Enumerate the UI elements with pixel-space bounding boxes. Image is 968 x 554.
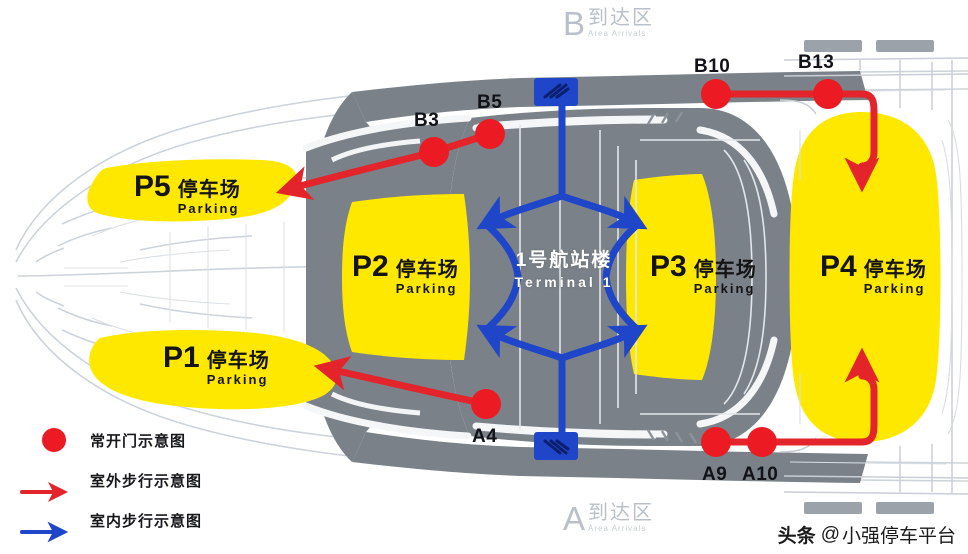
- parking-code-p5: P5: [134, 170, 171, 203]
- parking-name-p5: 停车场: [177, 179, 241, 201]
- legend-item-indoor: 室内步行示意图: [18, 500, 298, 540]
- parking-name-en-p1: Parking: [206, 372, 269, 387]
- gate-label-a9: A9: [702, 464, 728, 485]
- parking-name-en-p5: Parking: [177, 201, 240, 216]
- area-name-b: 到达区: [588, 7, 655, 29]
- area-letter-a: A: [563, 500, 586, 537]
- parking-name-p4: 停车场: [863, 259, 927, 281]
- parking-name-p3: 停车场: [693, 259, 757, 281]
- gate-label-a4: A4: [472, 426, 498, 447]
- parking-area-p1: [89, 330, 337, 410]
- gate-label-a10: A10: [742, 464, 779, 485]
- watermark-account: 小强停车平台: [841, 526, 956, 547]
- area-name-en-a: Area Arrivals: [588, 524, 647, 533]
- parking-label-p3: P3 停车场 Parking: [650, 252, 757, 296]
- area-letter-b: B: [563, 5, 586, 42]
- gate-dot-b13: [813, 79, 843, 109]
- gate-dot-a9: [701, 427, 731, 457]
- east-building-blocks: [804, 40, 934, 514]
- gate-dot-a10: [747, 427, 777, 457]
- terminal-name-cn: 1号航站楼: [515, 250, 613, 271]
- area-label-b: B 到达区 Area Arrivals: [563, 5, 655, 42]
- terminal-building: [352, 71, 868, 122]
- gate-label-b13: B13: [798, 52, 835, 73]
- parking-code-p3: P3: [650, 250, 687, 283]
- terminal-building-lower: [352, 432, 868, 483]
- parking-code-p1: P1: [163, 341, 200, 374]
- parking-name-en-p2: Parking: [395, 281, 458, 296]
- parking-area-p5: [87, 159, 297, 222]
- gate-dot-b10: [701, 79, 731, 109]
- parking-name-en-p3: Parking: [693, 281, 756, 296]
- parking-code-p4: P4: [820, 250, 857, 283]
- legend: 常开门示意图 室外步行示意图 室内步行示意图: [18, 420, 298, 540]
- watermark-at: @: [820, 523, 840, 545]
- gate-markers: [419, 79, 843, 457]
- parking-code-p2: P2: [352, 250, 389, 283]
- outdoor-walk-route: [275, 90, 880, 446]
- parking-area-p4: [789, 112, 941, 442]
- gate-dot-b5: [475, 119, 505, 149]
- gate-label-b10: B10: [694, 56, 731, 77]
- watermark-brand: 头条: [777, 526, 816, 547]
- legend-label-indoor: 室内步行示意图: [90, 512, 203, 530]
- terminal-name-en: Terminal 1: [514, 273, 614, 290]
- legend-item-outdoor: 室外步行示意图: [18, 460, 298, 500]
- east-apron-linework: [779, 57, 968, 495]
- terminal-building-center: [446, 108, 800, 446]
- parking-name-en-p4: Parking: [863, 281, 926, 296]
- terminal-label: 1号航站楼 Terminal 1: [494, 250, 634, 290]
- apron-detail-lines: [64, 205, 285, 349]
- area-name-a: 到达区: [588, 502, 655, 524]
- parking-area-p3: [626, 174, 716, 380]
- gate-dot-b3: [419, 137, 449, 167]
- legend-label-gate: 常开门示意图: [90, 432, 187, 450]
- gate-dot-a4: [471, 389, 501, 419]
- escalator-badge-south: [534, 432, 578, 460]
- watermark: 头条 @ 小强停车平台: [778, 521, 956, 548]
- legend-item-gate: 常开门示意图: [18, 420, 298, 460]
- area-label-a: A 到达区 Area Arrivals: [563, 500, 655, 537]
- parking-label-p5: P5 停车场 Parking: [134, 172, 241, 216]
- parking-name-p1: 停车场: [206, 350, 270, 372]
- area-name-en-b: Area Arrivals: [588, 29, 647, 38]
- parking-label-p1: P1 停车场 Parking: [163, 343, 270, 387]
- parking-name-p2: 停车场: [395, 259, 459, 281]
- gate-label-b3: B3: [414, 110, 440, 131]
- escalator-badge-north: [534, 78, 578, 106]
- red-dot-icon: [18, 428, 90, 452]
- gate-label-b5: B5: [477, 92, 503, 113]
- parking-label-p4: P4 停车场 Parking: [820, 252, 927, 296]
- legend-label-outdoor: 室外步行示意图: [90, 472, 203, 490]
- parking-area-p2: [342, 194, 470, 360]
- parking-label-p2: P2 停车场 Parking: [352, 252, 459, 296]
